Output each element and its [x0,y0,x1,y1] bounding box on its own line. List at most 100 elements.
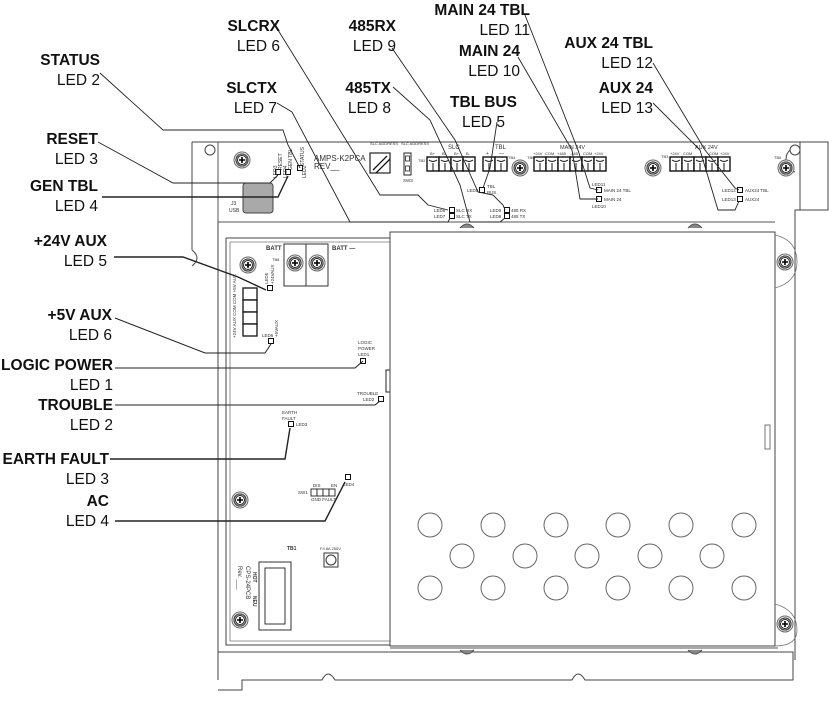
tb8-label: TB8 [272,257,280,262]
board-model: AMPS-K2PCA [314,154,366,163]
earth-tag: EARTH [282,410,297,415]
slc-address-label-2: SLC ADDRESS [401,141,429,146]
callout-title: 485TX [345,80,391,97]
aux24-tag: AUX24 [745,197,760,202]
aux-term-label: +24V [670,151,680,156]
ps-led5-tag: LED5 [264,272,269,284]
callout-title: STATUS [40,52,100,69]
gnd-fault-switch[interactable] [310,488,336,497]
tb6-label: TB6 [774,155,782,160]
trouble-tag: TROUBLE [357,391,378,396]
callout-led: LED 9 [352,38,396,55]
batt-plus-label: BATT + [266,246,287,252]
callout-led: LED 7 [233,100,277,117]
callout-title: TROUBLE [38,397,113,414]
slc-header: SLC [448,145,460,151]
callout-slctx: SLCTX LED 7 [200,79,277,119]
led-slcrx [449,207,455,213]
screw-icon [776,253,794,271]
vent-hole [731,575,757,601]
ps-led6-tag: LED6 [262,333,274,338]
main-term-label: +24V [533,151,543,156]
tbl-terminal-block[interactable] [482,156,508,172]
aux-term-label: COM [683,151,692,156]
slc-address-label: SLC ADDRESS [370,141,398,146]
callout-title: AUX 24 TBL [564,35,653,52]
vent-hole [449,543,475,569]
led7-tag: LED7 [434,214,446,219]
led11-tag: LED11 [592,182,606,187]
vent-hole [417,512,443,538]
p24aux-tag: +24VAUX [270,264,275,284]
cps-rev-label: Rev. ___ [236,566,242,590]
callout-led: LED 5 [461,114,506,131]
slctx-tag: SLC TX [456,214,472,219]
slc-term-label: B- [466,151,471,156]
led2-tag: LED2 [302,165,308,178]
ps-led2-tag: LED2 [363,397,375,402]
cover-plate [389,223,798,655]
aux-term-label: +24V [720,151,730,156]
callout-title: TBL BUS [450,94,517,111]
callout-slcrx: SLCRX LED 6 [200,17,280,57]
screw-icon [231,491,249,509]
callout-title: AC [86,493,109,510]
vent-hole [637,543,663,569]
slc-term-label: B+ [454,151,460,156]
main-term-label: -485 [570,151,579,156]
screw-icon [239,256,257,274]
callout-led: LED 3 [54,151,98,168]
callout-led: LED 8 [347,100,391,117]
aux24tbl-tag: AUX24 TBL [745,188,769,193]
tbl-header: TBL [495,145,507,151]
led-tblbus [479,187,485,193]
sw3-label: SW3 [403,178,413,183]
en-tag: EN [331,483,337,488]
led12-tag: LED12 [722,188,736,193]
485tx-tag: 485 TX [511,214,525,219]
main-board: J3 USB RESET LED3 GEN TBL LED4 STATUS LE… [217,141,795,223]
callout-logic-power: LOGIC POWER LED 1 [0,356,113,396]
vent-hole [480,575,506,601]
callout-title: +5V AUX [47,307,112,324]
callout-led: LED 12 [601,55,653,72]
led13-tag: LED13 [722,197,736,202]
logic-tag: LOGIC [358,340,373,345]
callout-title: SLCTX [226,80,277,97]
tb4-label: TB4 [508,155,516,160]
screw-icon [776,615,794,633]
sw3-switch[interactable] [403,152,412,176]
aux-output-terminal[interactable] [242,287,258,337]
power-supply-board: BATT + BATT — TB8 +24V AUX COM COM +5V A… [225,237,391,646]
power-tag: POWER [358,346,376,351]
neu-label: NEU [251,596,257,607]
cover-tab [764,424,771,450]
callout-title: EARTH FAULT [2,451,109,468]
usb-label: USB [229,208,240,214]
callout-led: LED 6 [236,38,280,55]
callout-title: LOGIC POWER [1,357,113,374]
callout-485rx: 485RX LED 9 [320,17,396,57]
main24-terminal-block[interactable] [533,156,607,172]
aux24-terminal-block[interactable] [669,156,731,172]
vent-hole [480,512,506,538]
callout-tblbus: TBL BUS LED 5 [440,93,527,133]
led8-tag: LED8 [490,214,502,219]
callout-title: +24V AUX [33,233,107,250]
gnd-fault-tag: GND FAULT [311,497,336,502]
main24-tag: MAIN 24 [604,197,622,202]
main-term-label: +24V [594,151,604,156]
aux-term-label: COM [709,151,718,156]
main24-header: MAIN 24V [560,145,585,151]
tb1-label: TB1 [287,546,297,552]
led-485tx [504,213,510,219]
led4-tag: LED4 [283,165,289,178]
screw-icon [511,159,529,177]
vent-holes [417,512,757,601]
callout-reset: RESET LED 3 [10,130,98,170]
callout-led: LED 2 [56,72,100,89]
leader-lines [97,14,740,223]
hot-label: HOT [251,572,257,583]
